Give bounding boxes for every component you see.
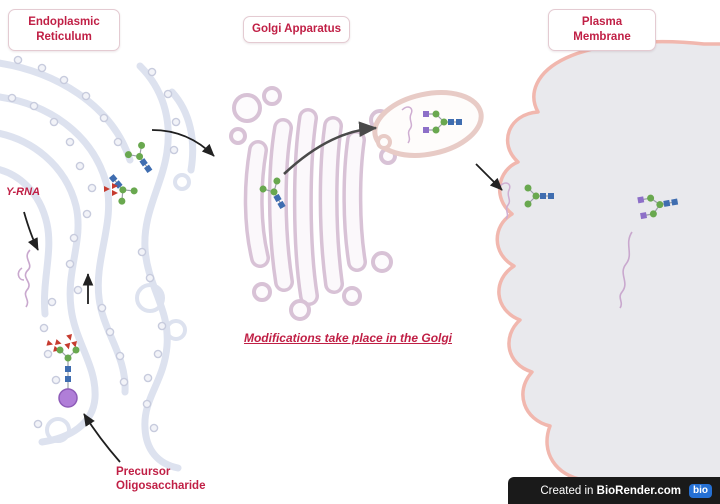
y-rna-molecule	[17, 249, 31, 308]
arrow-golgi-to-vesicle	[283, 121, 378, 175]
credit-text: Created in BioRender.com	[540, 484, 681, 497]
er-ribosomes	[7, 55, 181, 433]
plasma-membrane-cell	[495, 39, 720, 504]
arrow-yrna-label	[23, 211, 39, 251]
golgi-apparatus	[229, 86, 397, 321]
label-endoplasmic-reticulum: Endoplasmic Reticulum	[8, 9, 120, 51]
arrow-precursor-label	[83, 413, 121, 463]
transport-vesicle	[372, 90, 484, 158]
endoplasmic-reticulum	[0, 59, 197, 472]
label-y-rna: Y-RNA	[6, 186, 41, 198]
biorender-logo-icon: bio	[689, 483, 712, 498]
label-golgi-apparatus: Golgi Apparatus	[243, 16, 351, 43]
arrow-er-to-golgi	[151, 129, 215, 157]
extracellular-yrna	[619, 231, 633, 309]
label-precursor-oligosaccharide: Precursor Oligosaccharide	[116, 466, 206, 493]
credit-bar: Created in BioRender.com bio	[508, 477, 720, 504]
label-plasma-membrane: Plasma Membrane	[548, 9, 656, 51]
precursor-oligosaccharide-structure	[45, 333, 80, 408]
golgi-modification-note: Modifications take place in the Golgi	[243, 331, 453, 345]
arrow-vesicle-to-membrane	[475, 163, 503, 191]
